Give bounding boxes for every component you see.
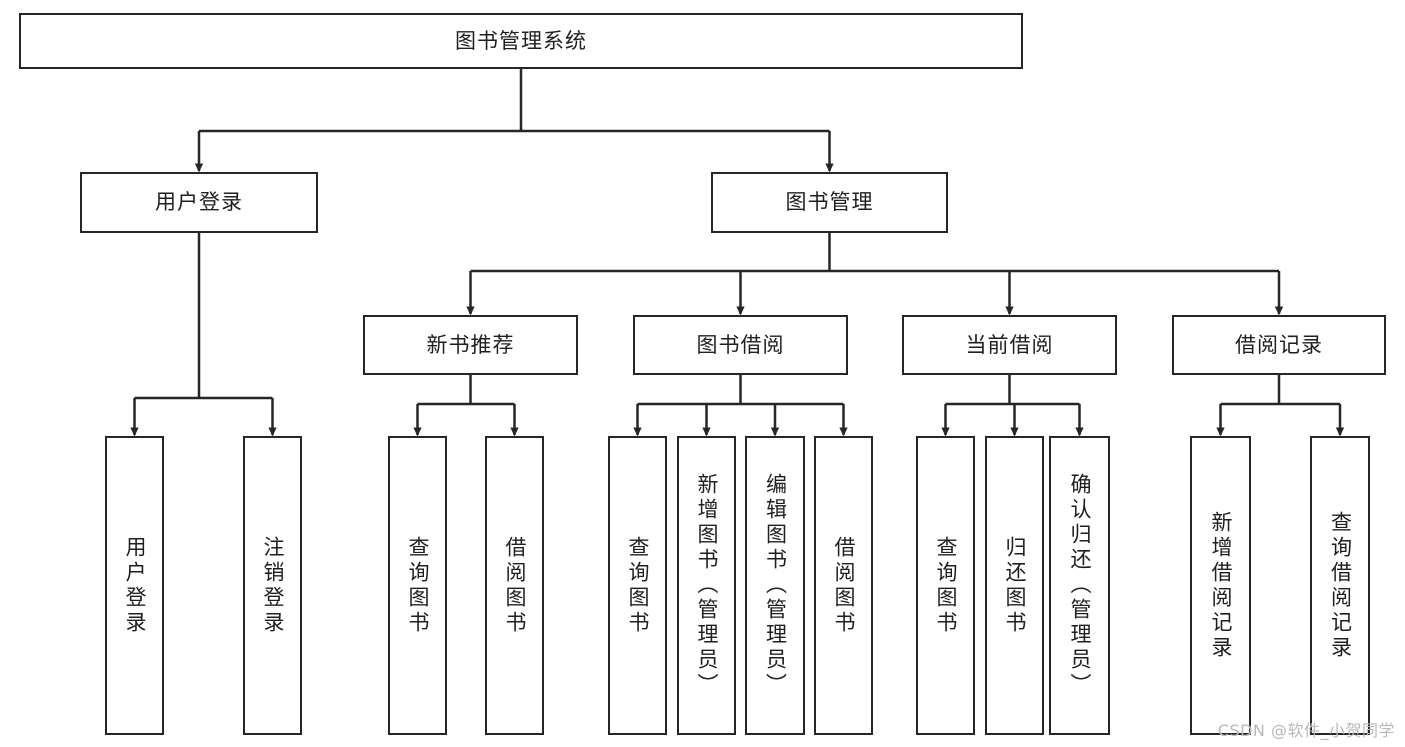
node-leaf_query_rec[interactable]: 查询借阅记录 [1310, 436, 1370, 735]
node-user_login[interactable]: 用户登录 [80, 172, 318, 233]
node-label-leaf_add_book: 新增图书（管理员） [695, 473, 719, 698]
node-label-user_login: 用户登录 [155, 190, 243, 215]
node-label-root: 图书管理系统 [455, 28, 587, 53]
node-label-book_manage: 图书管理 [785, 190, 874, 215]
node-leaf_user_login[interactable]: 用户登录 [105, 436, 164, 735]
node-leaf_query_b1[interactable]: 查询图书 [388, 436, 447, 735]
node-label-leaf_query_rec: 查询借阅记录 [1328, 510, 1353, 661]
node-leaf_query_b3[interactable]: 查询图书 [916, 436, 975, 735]
node-label-leaf_add_rec: 新增借阅记录 [1209, 510, 1233, 661]
node-current_borrow[interactable]: 当前借阅 [902, 315, 1117, 375]
node-label-current_borrow: 当前借阅 [965, 332, 1054, 357]
edge-paths [130, 69, 1345, 437]
node-new_book_rec[interactable]: 新书推荐 [363, 315, 578, 375]
node-label-leaf_confirm: 确认归还（管理员） [1068, 473, 1092, 698]
node-leaf_borrow_b2[interactable]: 借阅图书 [814, 436, 873, 735]
node-leaf_confirm[interactable]: 确认归还（管理员） [1049, 436, 1110, 735]
node-book_borrow[interactable]: 图书借阅 [633, 315, 848, 375]
node-root[interactable]: 图书管理系统 [19, 13, 1023, 69]
node-label-leaf_return: 归还图书 [1003, 535, 1027, 636]
node-label-leaf_borrow_b2: 借阅图书 [832, 535, 856, 636]
node-leaf_query_b2[interactable]: 查询图书 [608, 436, 667, 735]
node-label-leaf_query_b2: 查询图书 [626, 535, 650, 636]
node-label-leaf_query_b1: 查询图书 [406, 535, 430, 636]
node-label-new_book_rec: 新书推荐 [426, 332, 515, 357]
node-book_manage[interactable]: 图书管理 [711, 172, 948, 233]
node-leaf_add_rec[interactable]: 新增借阅记录 [1190, 436, 1251, 735]
node-leaf_edit_book[interactable]: 编辑图书（管理员） [745, 436, 805, 735]
node-label-leaf_edit_book: 编辑图书（管理员） [763, 473, 788, 698]
csdn-watermark: CSDN @软件_小贺同学 [1217, 721, 1395, 740]
node-label-leaf_user_login: 用户登录 [123, 535, 147, 636]
node-label-leaf_borrow_b1: 借阅图书 [503, 535, 527, 636]
node-borrow_record[interactable]: 借阅记录 [1172, 315, 1386, 375]
node-label-leaf_logout: 注销登录 [261, 535, 285, 636]
node-leaf_borrow_b1[interactable]: 借阅图书 [485, 436, 544, 735]
node-label-borrow_record: 借阅记录 [1235, 332, 1323, 357]
node-leaf_return[interactable]: 归还图书 [985, 436, 1044, 735]
node-leaf_logout[interactable]: 注销登录 [243, 436, 302, 735]
node-label-leaf_query_b3: 查询图书 [934, 535, 958, 636]
node-label-book_borrow: 图书借阅 [696, 332, 785, 357]
node-leaf_add_book[interactable]: 新增图书（管理员） [677, 436, 736, 735]
